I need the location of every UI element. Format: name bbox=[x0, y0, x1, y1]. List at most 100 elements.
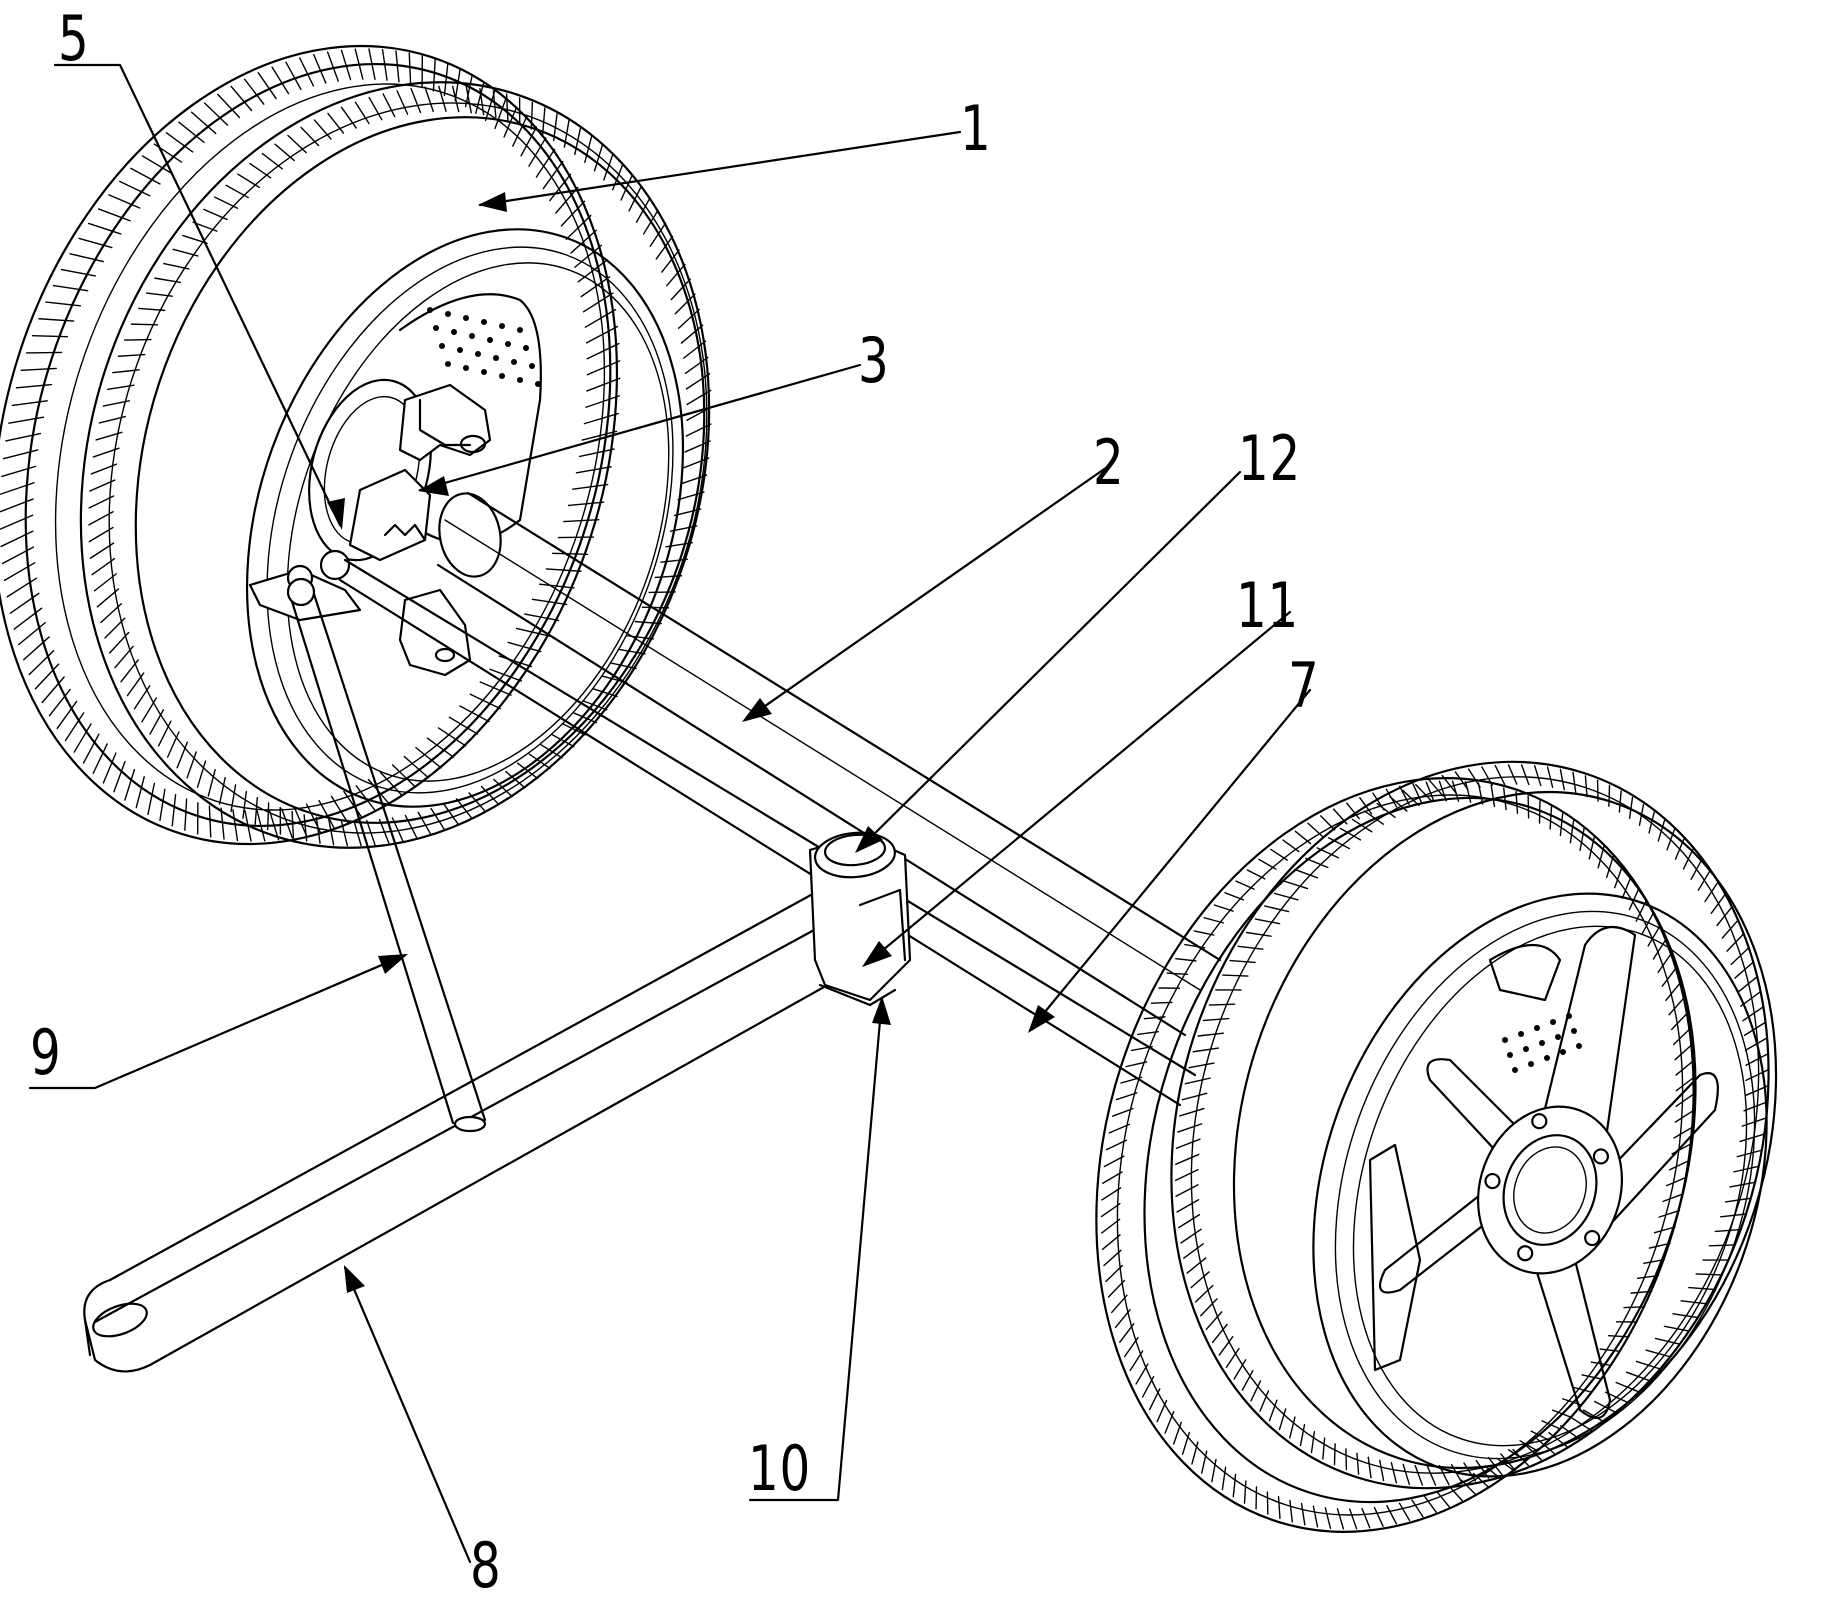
disc-hole bbox=[1566, 1013, 1572, 1019]
tread-groove bbox=[1247, 933, 1271, 937]
tread-groove bbox=[1584, 1410, 1604, 1422]
tread-groove bbox=[1233, 1475, 1235, 1497]
tread-groove bbox=[1669, 998, 1684, 1015]
tread-groove bbox=[1674, 1029, 1690, 1045]
tread-groove bbox=[1150, 1389, 1160, 1410]
disc-hole bbox=[469, 333, 475, 339]
tread-groove bbox=[4, 450, 38, 459]
tread-groove bbox=[1183, 1433, 1190, 1455]
disc-hole bbox=[1518, 1031, 1524, 1037]
tread-groove bbox=[1548, 767, 1553, 787]
tread-groove bbox=[1255, 919, 1279, 924]
tread-groove bbox=[250, 164, 271, 178]
tread-groove bbox=[160, 789, 165, 820]
label-10: 10 bbox=[748, 1438, 811, 1500]
label-2: 2 bbox=[1093, 432, 1125, 494]
disc-hole bbox=[445, 361, 451, 367]
tread-groove bbox=[1560, 813, 1562, 835]
tread-groove bbox=[1313, 1506, 1317, 1527]
tread-groove bbox=[1675, 1045, 1692, 1060]
tread-groove bbox=[1290, 1500, 1292, 1521]
tread-groove bbox=[1198, 1033, 1223, 1036]
tread-groove bbox=[172, 795, 175, 826]
disc-hole bbox=[517, 327, 523, 333]
tread-groove bbox=[411, 89, 420, 113]
tread-groove bbox=[1209, 1004, 1234, 1005]
tread-groove bbox=[150, 710, 163, 734]
disc-hole bbox=[1571, 1028, 1577, 1034]
tread-groove bbox=[2, 466, 36, 476]
tread-groove bbox=[1176, 1154, 1199, 1164]
tread-groove bbox=[1226, 1348, 1239, 1367]
tread-groove bbox=[1387, 1506, 1396, 1524]
tread-groove bbox=[301, 127, 318, 145]
tread-groove bbox=[453, 86, 459, 111]
label-12: 12 bbox=[1238, 428, 1301, 490]
tread-groove bbox=[1109, 1280, 1125, 1297]
tread-groove bbox=[1350, 1509, 1357, 1529]
wheel-spokes bbox=[1380, 927, 1718, 1418]
disc-hole bbox=[535, 381, 541, 387]
tread-groove bbox=[1504, 788, 1506, 809]
tread-groove bbox=[1167, 973, 1187, 974]
tread-groove bbox=[101, 604, 121, 623]
tread-groove bbox=[1676, 839, 1684, 859]
tread-groove bbox=[12, 401, 47, 406]
tread-groove bbox=[204, 209, 227, 219]
tread-groove bbox=[1374, 1508, 1383, 1527]
disc-hole bbox=[481, 369, 487, 375]
tread-groove bbox=[105, 618, 125, 638]
tread-groove bbox=[1265, 906, 1289, 912]
tread-groove bbox=[1609, 1336, 1629, 1337]
tread-groove bbox=[300, 58, 314, 86]
tread-groove bbox=[1746, 1070, 1769, 1081]
label-1: 1 bbox=[960, 98, 992, 160]
disc-hole bbox=[517, 377, 523, 383]
tread-groove bbox=[409, 53, 410, 84]
tread-groove bbox=[1696, 1274, 1721, 1275]
disc-hole bbox=[1560, 1049, 1566, 1055]
tread-groove bbox=[0, 515, 32, 529]
tread-groove bbox=[1230, 961, 1255, 963]
tread-groove bbox=[1130, 1351, 1142, 1370]
tread-groove bbox=[1461, 1480, 1475, 1494]
tread-groove bbox=[1624, 1307, 1645, 1308]
tread-groove bbox=[1449, 1486, 1462, 1501]
tread-groove bbox=[46, 302, 80, 306]
disc-hole bbox=[1534, 1025, 1540, 1031]
tread-groove bbox=[1104, 1250, 1121, 1265]
tread-groove bbox=[1185, 1078, 1210, 1084]
tread-groove bbox=[39, 319, 74, 321]
tread-groove bbox=[1403, 1464, 1409, 1484]
tread-groove bbox=[159, 721, 171, 746]
disc-hole bbox=[1576, 1043, 1582, 1049]
tread-groove bbox=[1176, 1170, 1199, 1181]
tread-groove bbox=[1491, 785, 1494, 806]
disc-hole bbox=[511, 359, 517, 365]
tread-groove bbox=[1368, 1457, 1371, 1478]
tread-groove bbox=[1573, 772, 1576, 793]
label-11: 11 bbox=[1236, 575, 1299, 637]
disc-hole bbox=[529, 363, 535, 369]
tread-groove bbox=[1598, 780, 1599, 801]
tread-groove bbox=[136, 777, 144, 808]
tread-groove bbox=[587, 378, 620, 391]
tread-groove bbox=[115, 646, 133, 667]
tread-groove bbox=[226, 185, 248, 197]
tread-groove bbox=[1323, 1438, 1325, 1459]
tread-groove bbox=[148, 783, 154, 814]
tread-groove bbox=[262, 154, 282, 169]
tread-groove bbox=[1125, 1338, 1138, 1357]
tread-groove bbox=[1550, 807, 1551, 829]
tread-groove bbox=[397, 91, 407, 114]
disc-hole bbox=[1539, 1040, 1545, 1046]
tread-groove bbox=[1609, 785, 1610, 806]
tread-groove bbox=[32, 336, 67, 337]
tread-groove bbox=[1585, 776, 1587, 797]
tread-groove bbox=[455, 70, 460, 101]
tread-groove bbox=[444, 64, 447, 95]
disc-hole bbox=[463, 365, 469, 371]
tread-groove bbox=[209, 806, 210, 837]
tread-groove bbox=[1176, 1139, 1199, 1148]
tread-groove bbox=[1312, 1432, 1315, 1453]
